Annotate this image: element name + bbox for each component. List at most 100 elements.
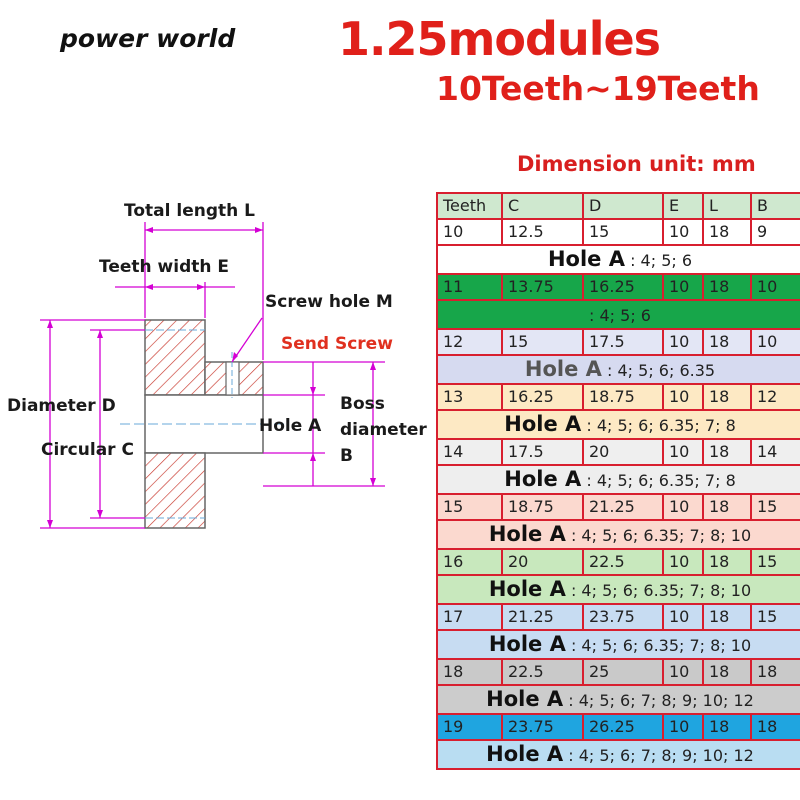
hole-a-values: : 4; 5; 6; 7; 8; 9; 10; 12	[568, 745, 754, 765]
header-l: L	[702, 192, 752, 220]
hole-options-row: Hole A : 4; 5; 6; 6.35; 7; 8; 10	[436, 519, 800, 550]
table-cell: 10	[662, 438, 704, 466]
table-cell: 14	[436, 438, 503, 466]
table-cell: 23.75	[582, 603, 664, 631]
table-header-row: Teeth C D E L B	[436, 192, 800, 220]
hole-a-label: Hole A	[504, 411, 582, 436]
table-cell: 15	[750, 493, 800, 521]
table-cell: 18	[702, 383, 752, 411]
hole-options-row: Hole A : 4; 5; 6; 6.35; 7; 8; 10	[436, 574, 800, 605]
table-cell: 9	[750, 218, 800, 246]
table-cell: 18.75	[501, 493, 584, 521]
brand-logo: power world	[60, 24, 236, 53]
header-d: D	[582, 192, 664, 220]
table-cell: 23.75	[501, 713, 584, 741]
table-cell: 10	[662, 603, 704, 631]
table-cell: 18	[702, 273, 752, 301]
table-cell: 10	[662, 383, 704, 411]
hole-a-label: Hole A	[524, 356, 602, 381]
gear-teeth-lower	[144, 452, 206, 529]
table-cell: 10	[750, 328, 800, 356]
hole-a-label: Hole A	[488, 631, 566, 656]
table-cell: 22.5	[582, 548, 664, 576]
table-cell: 10	[662, 218, 704, 246]
hole-options-cell: Hole A : 4; 5; 6; 6.35	[436, 354, 800, 385]
header-e: E	[662, 192, 704, 220]
table-cell: 18	[702, 438, 752, 466]
hole-options-row: : 4; 5; 6	[436, 299, 800, 330]
hole-a-values: : 4; 5; 6	[589, 305, 651, 325]
hole-a-values: : 4; 5; 6; 6.35; 7; 8; 10	[570, 635, 752, 655]
table-cell: 16.25	[582, 273, 664, 301]
table-cell: 10	[662, 328, 704, 356]
hole-a-label: Hole A	[259, 416, 322, 436]
send-screw-label: Send Screw	[281, 334, 393, 354]
total-length-label: Total length L	[124, 201, 255, 221]
hole-options-cell: Hole A : 4; 5; 6; 6.35; 7; 8; 10	[436, 629, 800, 660]
table-cell: 10	[750, 273, 800, 301]
hole-options-row: Hole A : 4; 5; 6; 6.35; 7; 8	[436, 409, 800, 440]
screw-hole-label: Screw hole M	[265, 292, 393, 312]
table-cell: 15	[501, 328, 584, 356]
hole-a-label: Hole A	[486, 686, 564, 711]
table-cell: 18	[750, 713, 800, 741]
table-cell: 12	[750, 383, 800, 411]
table-cell: 25	[582, 658, 664, 686]
table-cell: 17.5	[582, 328, 664, 356]
table-cell: 15	[750, 548, 800, 576]
boss-label: Boss	[340, 394, 385, 414]
table-cell: 22.5	[501, 658, 584, 686]
hole-options-row: Hole A : 4; 5; 6	[436, 244, 800, 275]
table-cell: 18	[702, 658, 752, 686]
dimension-unit-note: Dimension unit: mm	[517, 152, 756, 176]
table-cell: 18	[436, 658, 503, 686]
header-c: C	[501, 192, 584, 220]
table-cell: 10	[662, 273, 704, 301]
hole-options-row: Hole A : 4; 5; 6; 6.35; 7; 8	[436, 464, 800, 495]
table-cell: 13.75	[501, 273, 584, 301]
hole-a-values: : 4; 5; 6; 6.35; 7; 8	[586, 415, 736, 435]
teeth-width-label: Teeth width E	[99, 257, 230, 277]
hole-a-values: : 4; 5; 6; 7; 8; 9; 10; 12	[568, 690, 754, 710]
circular-c-label: Circular C	[41, 440, 134, 460]
table-cell: 18	[702, 548, 752, 576]
hole-options-cell: Hole A : 4; 5; 6; 6.35; 7; 8	[436, 409, 800, 440]
hole-a-values: : 4; 5; 6	[630, 250, 693, 270]
table-cell: 18	[702, 603, 752, 631]
hole-options-cell: Hole A : 4; 5; 6; 6.35; 7; 8	[436, 464, 800, 495]
table-cell: 13	[436, 383, 503, 411]
hole-a-values: : 4; 5; 6; 6.35	[607, 360, 716, 380]
hole-options-row: Hole A : 4; 5; 6; 6.35; 7; 8; 10	[436, 629, 800, 660]
hole-a-label: Hole A	[486, 741, 564, 766]
hole-a-label: Hole A	[547, 246, 625, 271]
hole-a-label: Hole A	[488, 576, 566, 601]
table-cell: 18	[702, 218, 752, 246]
hole-options-cell: Hole A : 4; 5; 6	[436, 244, 800, 275]
table-cell: 10	[662, 493, 704, 521]
table-cell: 10	[662, 713, 704, 741]
hole-options-row: Hole A : 4; 5; 6; 7; 8; 9; 10; 12	[436, 684, 800, 715]
table-cell: 12.5	[501, 218, 584, 246]
hole-a-values: : 4; 5; 6; 6.35; 7; 8; 10	[570, 580, 752, 600]
boss-b-label: B	[340, 446, 353, 466]
hole-a-values: : 4; 5; 6; 6.35; 7; 8; 10	[570, 525, 752, 545]
boss-diameter-label: diameter	[340, 420, 427, 440]
table-cell: 16.25	[501, 383, 584, 411]
header-b: B	[750, 192, 800, 220]
table-cell: 11	[436, 273, 503, 301]
table-cell: 21.25	[582, 493, 664, 521]
table-cell: 10	[662, 658, 704, 686]
gear-teeth-upper	[144, 319, 206, 396]
table-cell: 20	[582, 438, 664, 466]
table-cell: 16	[436, 548, 503, 576]
table-cell: 20	[501, 548, 584, 576]
